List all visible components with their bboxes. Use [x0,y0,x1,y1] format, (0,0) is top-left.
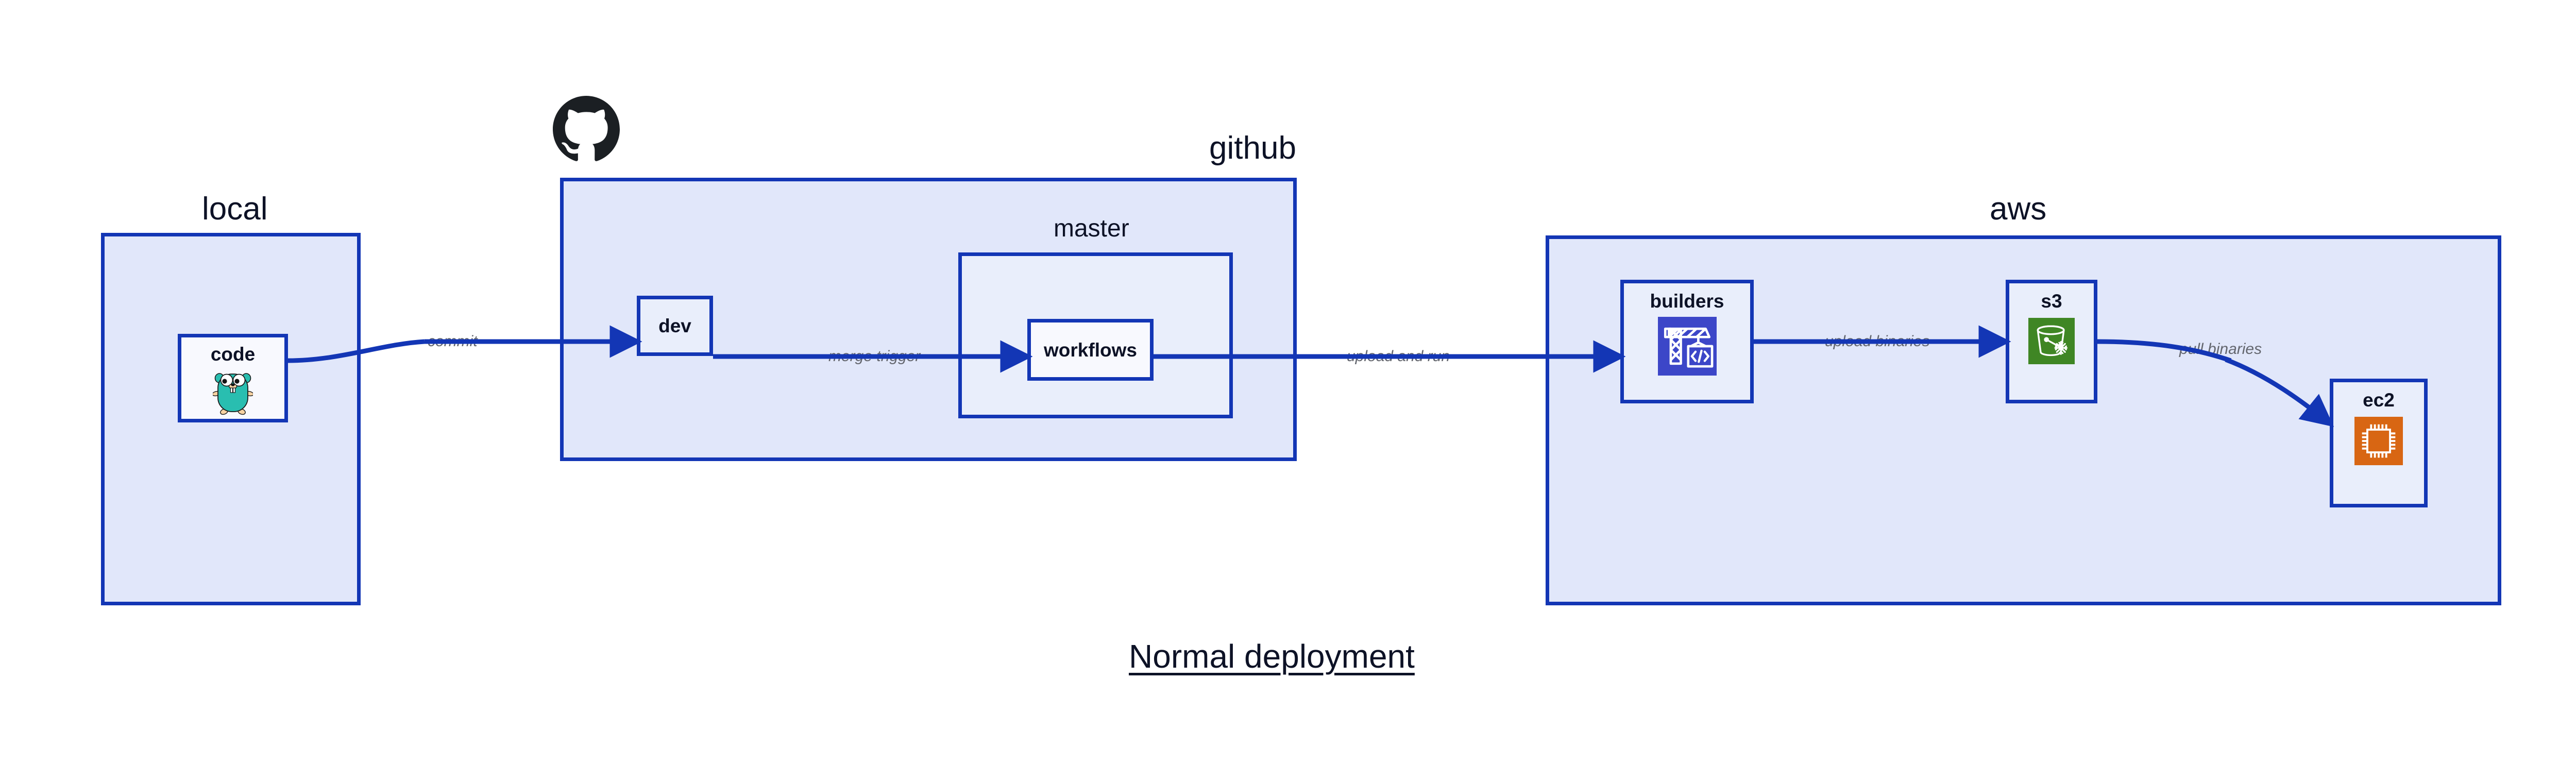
node-ec2[interactable]: ec2 [2330,379,2428,507]
node-builders-label: builders [1650,291,1724,312]
aws-codebuild-icon [1657,317,1717,376]
group-aws-label: aws [1990,191,2047,227]
node-workflows-label: workflows [1044,339,1137,361]
group-github-label: github [1209,130,1296,166]
node-builders[interactable]: builders [1620,280,1754,403]
group-master-label: master [1054,215,1129,242]
node-s3-label: s3 [2041,291,2062,312]
edge-label-merge-trigger: merge trigger [824,349,925,364]
github-octocat-icon [553,96,620,163]
node-workflows[interactable]: workflows [1027,319,1154,381]
node-dev[interactable]: dev [637,296,713,356]
edge-label-commit: commit [425,334,481,349]
page-title: Normal deployment [1129,638,1415,675]
node-s3[interactable]: s3 [2006,280,2097,403]
group-local-label: local [202,191,268,227]
node-code-label: code [210,344,256,365]
aws-s3-glacier-icon [2028,318,2075,364]
edge-label-upload-and-run: upload and run [1343,349,1454,364]
edge-label-upload-binaries: upload binaries [1821,334,1934,349]
aws-ec2-icon [2354,417,2403,465]
edge-label-pull-binaries: pull binaries [2179,341,2262,358]
node-code[interactable]: code [178,334,288,422]
node-ec2-label: ec2 [2363,389,2395,411]
go-gopher-icon [213,368,253,415]
node-dev-label: dev [658,315,691,336]
